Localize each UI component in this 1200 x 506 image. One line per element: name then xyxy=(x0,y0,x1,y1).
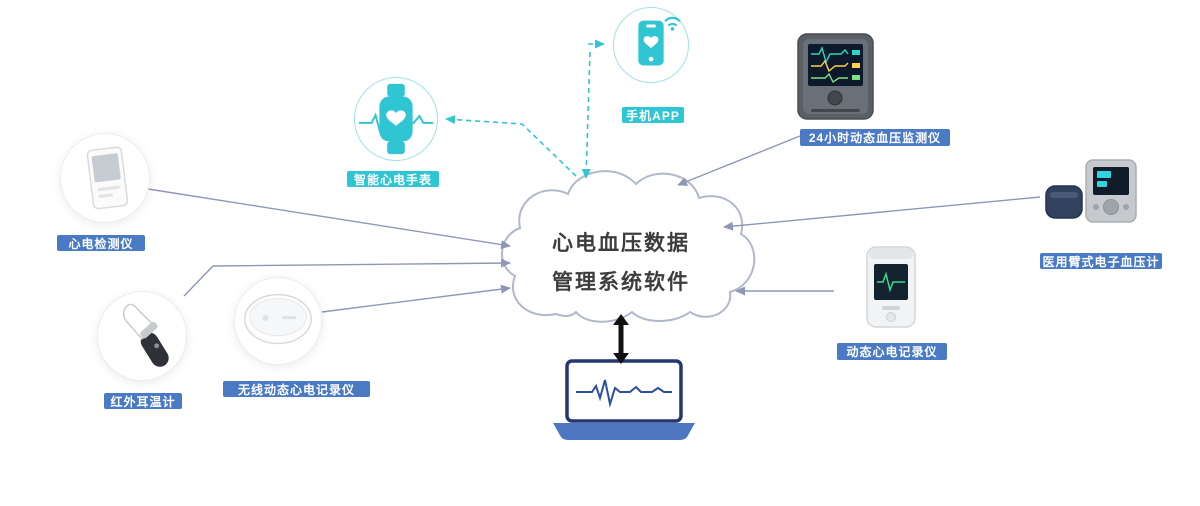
holter-label: 动态心电记录仪 xyxy=(837,343,947,360)
cloud-title: 心电血压数据 管理系统软件 xyxy=(552,224,690,302)
handheld-ecg-glyph xyxy=(86,146,129,210)
phone-label: 手机APP xyxy=(622,107,684,123)
blood-pressure-monitor-photo xyxy=(1044,148,1140,236)
wire-patch-cloud xyxy=(321,284,511,313)
ecg-patch-photo xyxy=(234,277,322,365)
wire-monitor-cloud xyxy=(677,135,801,186)
patient-monitor-photo xyxy=(795,32,877,122)
dashed-connectors xyxy=(445,39,605,179)
monitor-label: 24小时动态血压监测仪 xyxy=(800,129,950,146)
solid-connectors xyxy=(147,135,1041,313)
cloud-title-line1: 心电血压数据 xyxy=(552,232,690,255)
patient-monitor-glyph xyxy=(797,33,874,120)
ear-thermometer-photo xyxy=(97,291,187,381)
wire-ear-cloud xyxy=(183,258,511,297)
laptop-ecg-icon xyxy=(548,358,698,444)
bp-monitor-glyph xyxy=(1045,159,1137,223)
wire-recorder-cloud xyxy=(147,188,511,250)
laptop-glyph xyxy=(553,359,695,440)
cloud-title-line2: 管理系统软件 xyxy=(552,271,690,294)
smartphone-glyph xyxy=(638,16,681,66)
wire-cloud-watch xyxy=(445,115,577,177)
smartphone-heart-icon xyxy=(613,7,689,83)
recorder-label: 心电检测仪 xyxy=(57,235,145,251)
patch-label: 无线动态心电记录仪 xyxy=(223,381,370,397)
handheld-ecg-photo xyxy=(60,133,150,223)
ear-label: 红外耳温计 xyxy=(104,393,182,409)
wire-phone-cloud xyxy=(581,51,591,179)
bp-label: 医用臂式电子血压计 xyxy=(1040,253,1162,269)
smartwatch-heart-icon xyxy=(354,77,438,161)
ear-thermometer-glyph xyxy=(122,303,169,367)
cloud-shape xyxy=(501,170,756,323)
holter-glyph xyxy=(866,246,916,328)
ecg-patch-glyph xyxy=(244,293,312,345)
double-arrow-icon xyxy=(607,314,635,364)
wire-bp-cloud xyxy=(723,196,1041,231)
holter-recorder-photo xyxy=(858,244,924,330)
watch-label: 智能心电手表 xyxy=(347,171,439,187)
smartwatch-glyph xyxy=(358,83,434,155)
